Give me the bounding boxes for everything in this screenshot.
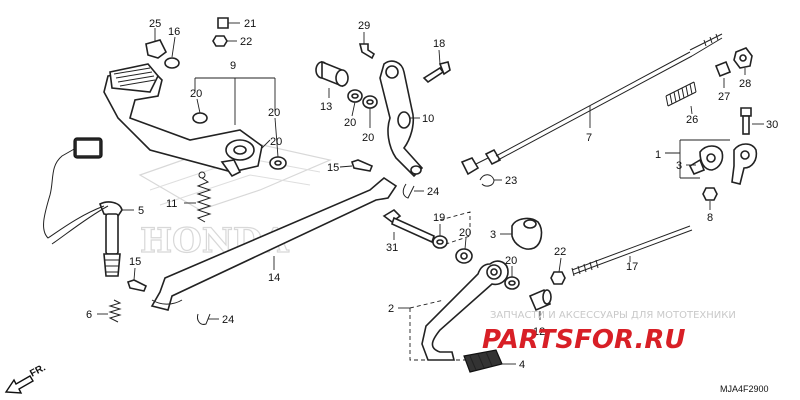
label-25: 25	[149, 18, 161, 30]
label-28: 28	[739, 78, 751, 90]
label-4: 4	[519, 359, 525, 371]
label-19: 19	[433, 212, 445, 224]
bush-3-lower[interactable]	[511, 217, 543, 250]
label-30: 30	[766, 119, 778, 131]
shift-rod-7[interactable]	[460, 33, 723, 176]
footpeg-rubber-4[interactable]	[463, 349, 503, 373]
label-5: 5	[138, 205, 144, 217]
label-12: 12	[533, 326, 545, 338]
label-15-lower: 15	[129, 256, 141, 268]
joint-1[interactable]	[688, 143, 758, 185]
nut-8[interactable]	[702, 187, 718, 201]
bolt-21[interactable]	[217, 17, 229, 29]
label-3-lower: 3	[490, 229, 496, 241]
label-10: 10	[422, 113, 434, 125]
label-26: 26	[686, 114, 698, 126]
brake-rod-14[interactable]	[150, 176, 398, 311]
washer-16[interactable]	[164, 57, 180, 69]
nut-27[interactable]	[714, 60, 732, 78]
label-3-upper: 3	[676, 160, 682, 172]
watermark-brand: PARTSFOR.RU	[482, 325, 685, 355]
label-15-upper: 15	[327, 162, 339, 174]
shift-pedal-2[interactable]	[421, 260, 509, 361]
label-17: 17	[626, 261, 638, 273]
pin-15-lower[interactable]	[126, 279, 148, 292]
label-13: 13	[320, 101, 332, 113]
label-2: 2	[388, 303, 394, 315]
label-20-f: 20	[459, 227, 471, 239]
label-20-g: 20	[505, 255, 517, 267]
label-6: 6	[86, 309, 92, 321]
label-11: 11	[166, 198, 177, 210]
cotter-pin-24-upper[interactable]	[402, 183, 415, 199]
front-direction-arrow: FR.	[4, 362, 48, 394]
spring-6[interactable]	[108, 299, 122, 323]
label-23: 23	[505, 175, 517, 187]
label-18: 18	[433, 38, 445, 50]
label-20-b: 20	[268, 107, 280, 119]
label-20-c: 20	[270, 136, 282, 148]
label-14: 14	[268, 272, 280, 284]
bracket-25[interactable]	[145, 39, 168, 59]
label-1: 1	[655, 149, 661, 161]
label-22-lower: 22	[554, 246, 566, 258]
bolt-31[interactable]	[382, 208, 435, 244]
tie-rod-17[interactable]	[571, 225, 693, 277]
collar-12[interactable]	[528, 288, 552, 312]
label-8: 8	[707, 212, 713, 224]
label-20-e: 20	[362, 132, 374, 144]
pin-15-upper[interactable]	[350, 159, 374, 172]
cap-28[interactable]	[733, 47, 753, 69]
bolt-29[interactable]	[358, 43, 376, 60]
boot-26[interactable]	[665, 81, 697, 107]
cotter-pin-24-lower[interactable]	[197, 313, 211, 325]
label-24-lower: 24	[222, 314, 234, 326]
collar-13[interactable]	[315, 60, 349, 88]
watermark-tagline: ЗАПЧАСТИ И АКСЕССУАРЫ ДЛЯ МОТОТЕХНИКИ	[490, 310, 736, 321]
nut-22[interactable]	[212, 35, 228, 47]
shift-arm-10[interactable]	[379, 60, 424, 178]
clip-23[interactable]	[479, 174, 495, 187]
front-direction-label: FR.	[28, 362, 48, 379]
label-16: 16	[168, 26, 180, 38]
label-20-a: 20	[190, 88, 202, 100]
label-9: 9	[230, 60, 236, 72]
label-31: 31	[386, 242, 398, 254]
washer-20-a[interactable]	[192, 112, 208, 124]
label-20-d: 20	[344, 117, 356, 129]
label-24-upper: 24	[427, 186, 439, 198]
diagram-code: MJA4F2900	[720, 384, 769, 394]
bolt-30[interactable]	[740, 107, 752, 135]
nut-22-lower[interactable]	[550, 271, 566, 285]
spring-11[interactable]	[196, 171, 212, 223]
label-22-top: 22	[240, 36, 252, 48]
label-7: 7	[586, 132, 592, 144]
label-29: 29	[358, 20, 370, 32]
label-27: 27	[718, 91, 730, 103]
bolt-18[interactable]	[422, 61, 451, 84]
brake-pedal[interactable]	[103, 63, 263, 178]
brake-light-switch-5[interactable]	[43, 137, 123, 277]
label-21: 21	[244, 18, 256, 30]
